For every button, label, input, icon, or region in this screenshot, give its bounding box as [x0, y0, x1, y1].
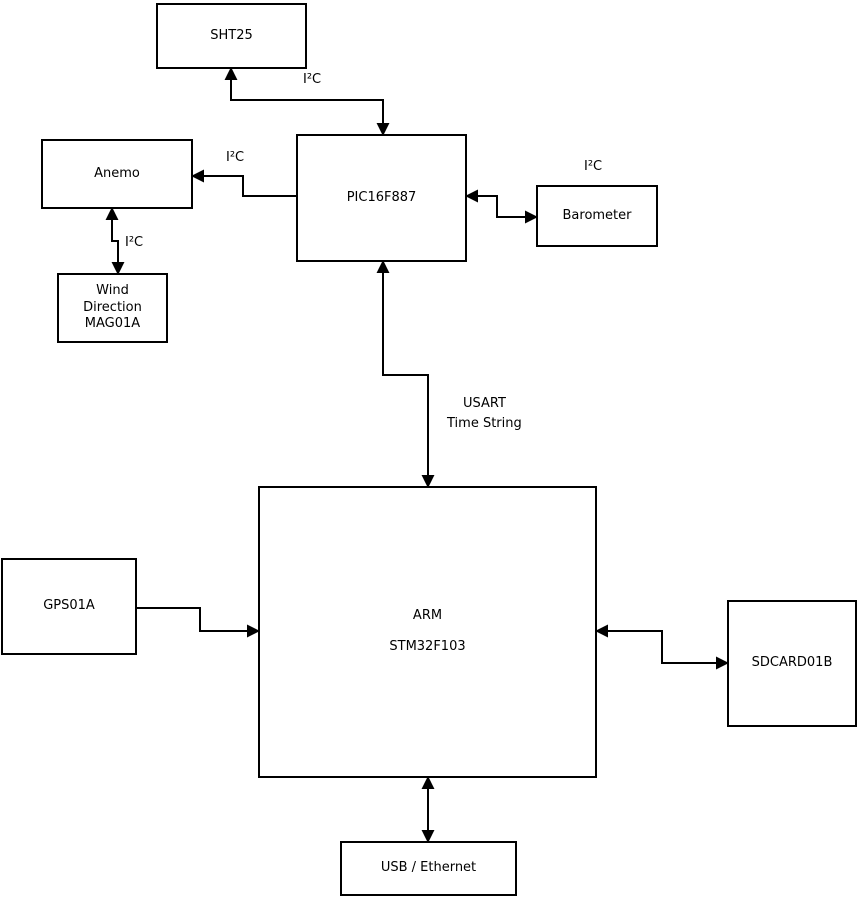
edge-label-time-string: Time String	[447, 416, 522, 431]
edge-label-usart: USART	[463, 396, 506, 411]
node-pic16f887-label: PIC16F887	[346, 189, 417, 205]
connector-pic-barometer	[465, 189, 538, 224]
connector-pic-anemo	[191, 169, 296, 197]
edge-label-i2c-barometer: I²C	[584, 159, 603, 174]
node-sht25-label: SHT25	[210, 27, 253, 43]
connector-anemo-winddirection	[105, 207, 125, 275]
connector-gps-arm	[137, 607, 260, 638]
node-wind-direction-line1: Wind	[96, 282, 129, 298]
node-gps01a-label: GPS01A	[43, 598, 95, 614]
edge-label-i2c-anemo: I²C	[226, 150, 245, 165]
node-pic16f887: PIC16F887	[296, 134, 467, 262]
edge-label-i2c-wind: I²C	[125, 235, 144, 250]
node-barometer: Barometer	[536, 185, 658, 247]
node-wind-direction-line2: Direction	[83, 299, 142, 315]
node-sdcard01b-label: SDCARD01B	[751, 655, 833, 671]
connector-arm-sdcard	[595, 624, 729, 670]
node-barometer-label: Barometer	[562, 207, 632, 223]
node-usb-ethernet: USB / Ethernet	[340, 841, 517, 896]
node-anemo: Anemo	[41, 139, 193, 209]
node-anemo-label: Anemo	[94, 165, 140, 181]
connector-pic-arm	[376, 260, 435, 488]
node-sht25: SHT25	[156, 3, 307, 69]
node-wind-direction-line3: MAG01A	[84, 316, 141, 332]
node-arm-line2: STM32F103	[389, 639, 466, 654]
node-usb-ethernet-label: USB / Ethernet	[380, 860, 477, 876]
node-arm-stm32f103: ARM STM32F103	[258, 486, 597, 778]
node-gps01a: GPS01A	[1, 558, 137, 655]
node-wind-direction: Wind Direction MAG01A	[57, 273, 168, 343]
node-arm-line1: ARM	[412, 608, 443, 624]
edge-label-i2c-sht25: I²C	[303, 72, 322, 87]
node-sdcard01b: SDCARD01B	[727, 600, 857, 727]
